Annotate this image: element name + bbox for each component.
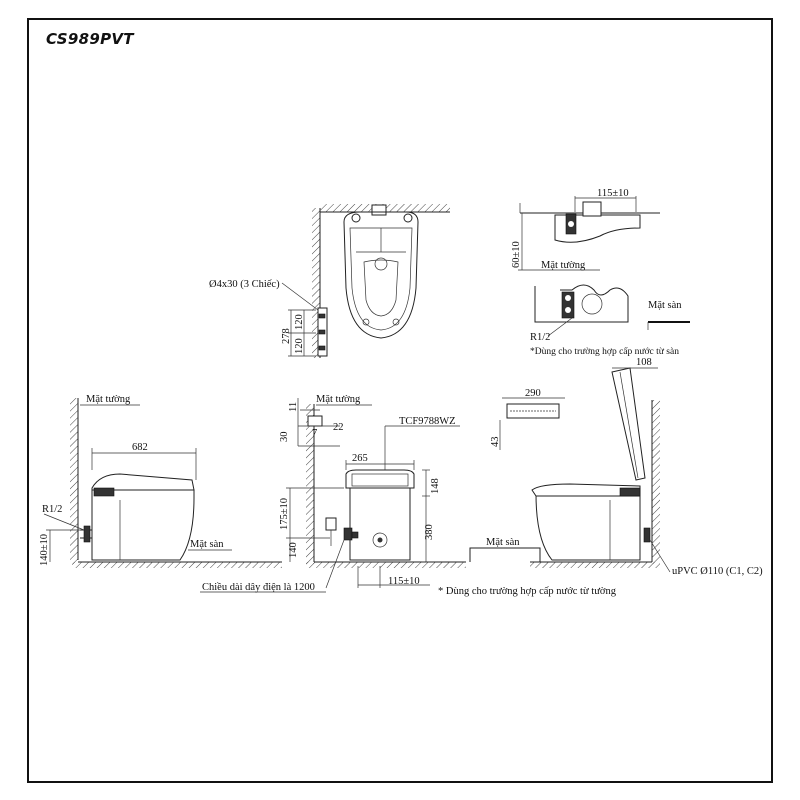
dim-60: 60±10 bbox=[511, 241, 522, 268]
dim-120-a: 120 bbox=[294, 314, 305, 330]
dim-140-10: 140±10 bbox=[39, 534, 50, 566]
dim-22: 22 bbox=[333, 422, 344, 433]
dim-265: 265 bbox=[352, 453, 368, 464]
wall-label-detail: Mặt tường bbox=[541, 260, 586, 271]
floor-label-detail: Mặt sàn bbox=[648, 300, 682, 311]
note-floor-supply: *Dùng cho trường hợp cấp nước từ sàn bbox=[530, 346, 679, 357]
drawing-frame bbox=[27, 18, 773, 783]
model-title: CS989PVT bbox=[46, 30, 134, 48]
dim-682: 682 bbox=[132, 442, 148, 453]
upvc-label: uPVC Ø110 (C1, C2) bbox=[672, 566, 763, 577]
dim-290: 290 bbox=[525, 388, 541, 399]
dim-115-top: 115±10 bbox=[597, 188, 629, 199]
screw-label: Ø4x30 (3 Chiếc) bbox=[209, 279, 280, 290]
seat-model-label: TCF9788WZ bbox=[399, 416, 456, 427]
dim-7: 7 bbox=[312, 428, 317, 439]
detail-wall-supply: 115±10 60±10 Mặt tường bbox=[511, 188, 660, 271]
dim-108: 108 bbox=[636, 357, 652, 368]
wall-label-left: Mặt tường bbox=[86, 394, 131, 405]
dim-43: 43 bbox=[490, 437, 501, 448]
front-view: Mặt tường 11 30 7 22 265 TCF9788WZ 148 bbox=[200, 394, 617, 597]
wall-label-front: Mặt tường bbox=[316, 394, 361, 405]
floor-label-front: Mặt sàn bbox=[486, 537, 520, 548]
top-view: Ø4x30 (3 Chiếc) 278 120 120 bbox=[209, 204, 450, 358]
dim-175-10: 175±10 bbox=[279, 498, 290, 530]
wire-length-label: Chiều dài dây điện là 1200 bbox=[202, 582, 315, 593]
dim-278: 278 bbox=[281, 328, 292, 344]
dim-140: 140 bbox=[288, 542, 299, 558]
dim-380: 380 bbox=[424, 524, 435, 540]
note-wall-supply: * Dùng cho trường hợp cấp nước từ tường bbox=[438, 586, 617, 597]
dim-148: 148 bbox=[430, 478, 441, 494]
side-view-right: 290 43 108 uPVC Ø110 (C1, C2) bbox=[490, 357, 763, 577]
r12-label-left: R1/2 bbox=[42, 504, 62, 515]
detail-floor-supply: Mặt sàn R1/2 *Dùng cho trường hợp cấp nư… bbox=[530, 284, 690, 357]
r12-label-detail: R1/2 bbox=[530, 332, 550, 343]
dim-30: 30 bbox=[279, 432, 290, 443]
dim-11: 11 bbox=[288, 402, 299, 412]
side-view-left: Mặt tường 682 R1/2 140±10 Mặt sàn bbox=[39, 394, 282, 568]
dim-115-front: 115±10 bbox=[388, 576, 420, 587]
floor-label-left: Mặt sàn bbox=[190, 539, 224, 550]
dim-120-b: 120 bbox=[294, 338, 305, 354]
